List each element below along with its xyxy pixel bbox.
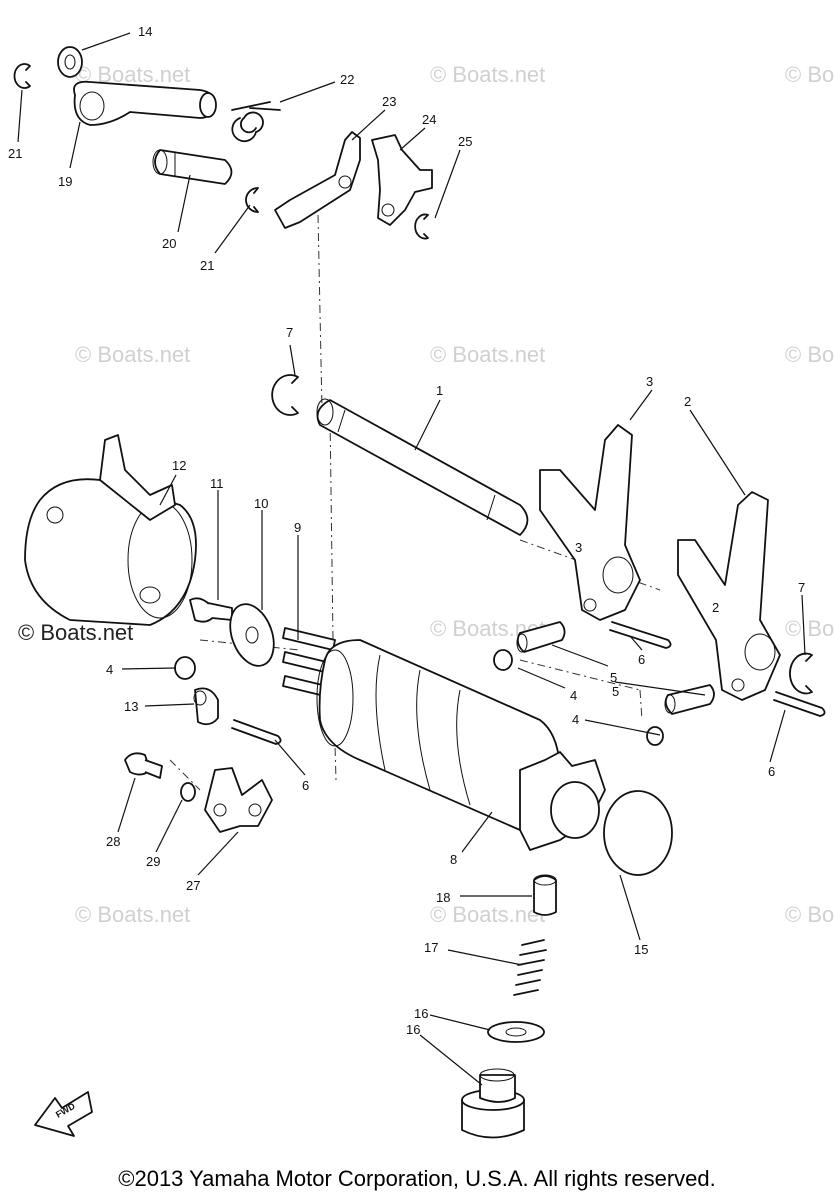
watermark: © Boats.net xyxy=(785,902,834,927)
fork-mark: 3 xyxy=(575,540,582,555)
part-10-washer xyxy=(229,603,275,667)
part-22-spring xyxy=(231,101,281,143)
callout-16: 16 xyxy=(414,1006,428,1021)
callout-7: 7 xyxy=(798,580,805,595)
callout-20: 20 xyxy=(162,236,176,251)
callout-26: 14 xyxy=(138,24,152,39)
callout-29: 29 xyxy=(146,854,160,869)
part-27-bracket xyxy=(204,767,273,833)
watermark: © Boats.net xyxy=(785,616,834,641)
part-20-pin xyxy=(152,149,233,185)
fwd-arrow: FWD xyxy=(34,1091,93,1137)
part-13-holder xyxy=(193,687,219,726)
callout-28: 28 xyxy=(106,834,120,849)
callout-2: 2 xyxy=(684,394,691,409)
watermark: © Boats.net xyxy=(75,902,190,927)
callout-3: 3 xyxy=(646,374,653,389)
fork-mark: 2 xyxy=(712,600,719,615)
watermarks: © Boats.net © Boats.net © Boats.net © Bo… xyxy=(18,62,834,927)
callout-25: 25 xyxy=(458,134,472,149)
callout-6: 6 xyxy=(768,764,775,779)
callout-5: 5 xyxy=(610,670,617,685)
callout-8: 8 xyxy=(450,852,457,867)
callout-12: 12 xyxy=(172,458,186,473)
part-6-cotter-pin xyxy=(773,691,826,717)
callout-19: 19 xyxy=(58,174,72,189)
callout-14: 15 xyxy=(634,942,648,957)
callout-9: 9 xyxy=(294,520,301,535)
callout-27: 27 xyxy=(186,878,200,893)
watermark: © Boats.net xyxy=(430,342,545,367)
part-12-fork xyxy=(24,434,197,626)
callout-6: 6 xyxy=(302,778,309,793)
callouts: 14 21 22 23 24 25 19 20 21 7 1 3 2 12 11… xyxy=(8,24,805,1037)
callout-7: 7 xyxy=(286,325,293,340)
callout-21: 21 xyxy=(200,258,214,273)
callout-1: 1 xyxy=(436,383,443,398)
part-5-pin xyxy=(516,621,566,653)
watermark: © Boats.net xyxy=(785,62,834,87)
callout-6: 6 xyxy=(638,652,645,667)
watermark-dark: © Boats.net xyxy=(18,620,133,645)
callout-15: 16 xyxy=(406,1022,420,1037)
part-6-cotter-pin xyxy=(609,621,672,649)
part-29-washer xyxy=(180,782,196,802)
part-5-pin xyxy=(664,684,715,715)
part-24-stopper xyxy=(371,134,433,226)
watermark: © Boats.net xyxy=(75,342,190,367)
part-16-washer xyxy=(487,1021,545,1043)
part-6-cotter-pin xyxy=(231,719,282,745)
callout-10: 10 xyxy=(254,496,268,511)
callout-22: 22 xyxy=(340,72,354,87)
callout-11: 11 xyxy=(210,476,224,491)
part-4-roller xyxy=(493,649,513,671)
part-26-washer xyxy=(57,46,83,78)
part-1-shaft xyxy=(316,398,529,536)
leader-lines xyxy=(17,32,806,1086)
watermark: © Boats.net xyxy=(430,902,545,927)
part-4-roller xyxy=(646,726,664,746)
copyright-notice: ©2013 Yamaha Motor Corporation, U.S.A. A… xyxy=(118,1166,716,1191)
part-19-shift-arm xyxy=(73,80,217,126)
callout-13: 13 xyxy=(124,699,138,714)
part-21-circlip xyxy=(13,63,31,89)
watermark: © Boats.net xyxy=(785,342,834,367)
part-23-lever-plate xyxy=(274,131,361,229)
part-28-bolt xyxy=(124,752,163,779)
part-18-plunger xyxy=(533,874,557,916)
part-8-shift-drum xyxy=(316,639,606,851)
part-15-plug xyxy=(461,1068,525,1139)
part-7-circlip xyxy=(789,652,813,695)
part-4-roller xyxy=(174,656,196,680)
callout-4: 4 xyxy=(106,662,113,677)
callout-5: 5 xyxy=(612,684,619,699)
callout-24: 24 xyxy=(422,112,436,127)
part-2-fork: 2 xyxy=(677,491,781,701)
watermark: © Boats.net xyxy=(430,62,545,87)
part-3-fork: 3 xyxy=(539,424,641,621)
callout-23: 23 xyxy=(382,94,396,109)
callout-21: 21 xyxy=(8,146,22,161)
part-11-bolt xyxy=(189,597,233,623)
part-25-circlip xyxy=(414,213,429,240)
part-17-spring xyxy=(513,939,547,996)
callout-4: 4 xyxy=(570,688,577,703)
part-21-circlip xyxy=(245,187,259,213)
part-7-circlip xyxy=(271,374,299,416)
part-14-cover xyxy=(603,790,673,876)
callout-18: 18 xyxy=(436,890,450,905)
callout-4: 4 xyxy=(572,712,579,727)
callout-17: 17 xyxy=(424,940,438,955)
